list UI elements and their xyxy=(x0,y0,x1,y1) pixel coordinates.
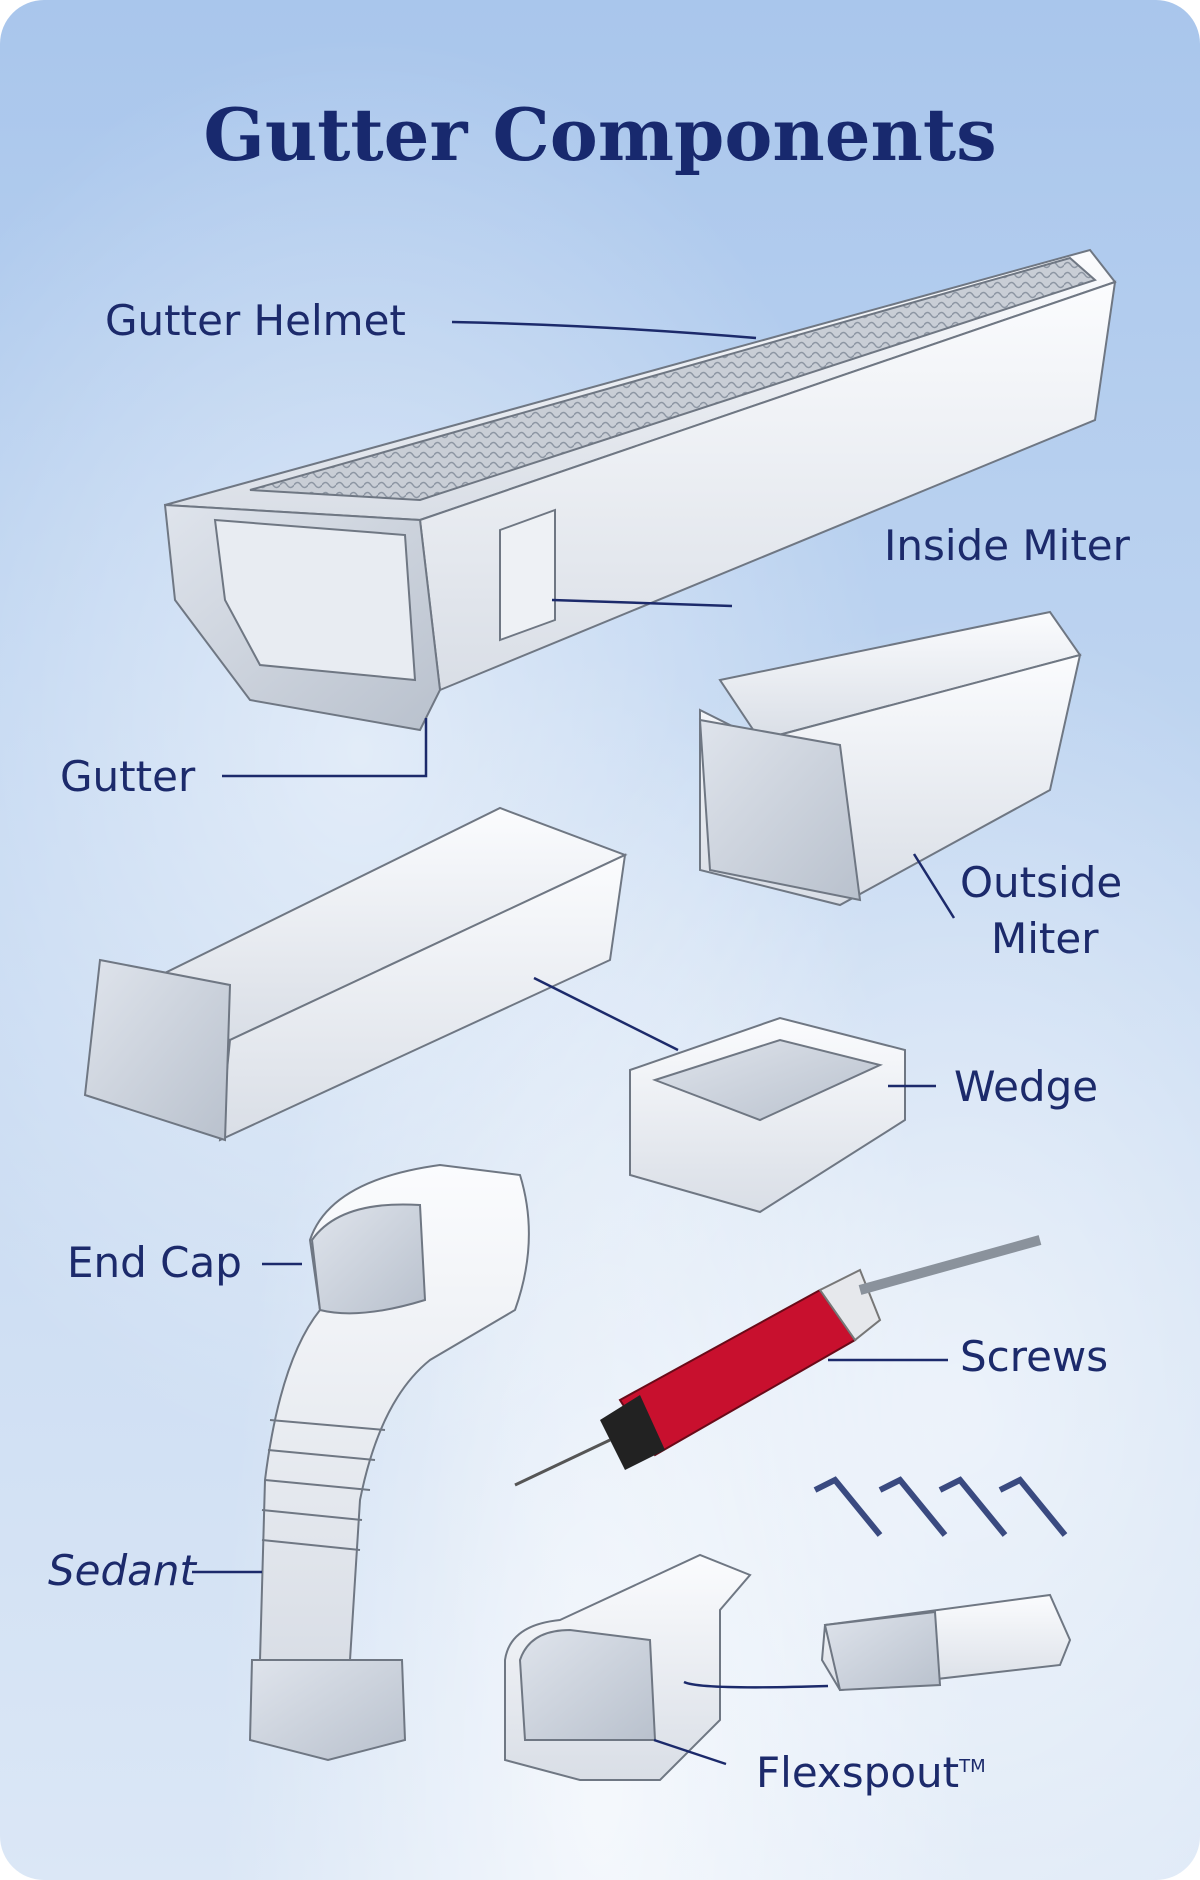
outside-miter-illustration xyxy=(698,610,1082,907)
label-screws: Screws xyxy=(960,1332,1109,1381)
leader-downspout-wedge xyxy=(533,976,679,1052)
gutter-with-helmet-illustration xyxy=(163,248,1117,732)
label-end-cap: End Cap xyxy=(67,1238,242,1287)
wedge-illustration xyxy=(629,1016,906,1214)
page-title: Gutter Components xyxy=(203,92,997,177)
trademark-mark: TM xyxy=(959,1756,986,1777)
downspout-elbow-illustration xyxy=(248,1163,530,1762)
label-sealant: Sedant xyxy=(48,1546,196,1595)
screws-illustration xyxy=(813,1476,1068,1537)
leader-flexspout-connector xyxy=(683,1680,829,1689)
leader-outside-miter xyxy=(912,853,956,919)
label-gutter-helmet: Gutter Helmet xyxy=(105,296,406,345)
leader-gutter xyxy=(222,718,428,778)
sealant-tube-illustration xyxy=(514,1235,1042,1487)
label-flexspout-text: Flexspout xyxy=(756,1748,960,1797)
label-outside-miter-line1: Outside xyxy=(960,858,1123,907)
leader-flexspout xyxy=(653,1738,727,1766)
leader-lines xyxy=(192,320,956,1766)
downspout-section-illustration xyxy=(83,806,628,1142)
label-inside-miter: Inside Miter xyxy=(884,521,1130,570)
leader-gutter-helmet xyxy=(451,320,757,340)
leader-inside-miter xyxy=(551,598,733,608)
flexspout-illustration xyxy=(504,1553,1072,1781)
label-gutter: Gutter xyxy=(60,752,196,801)
label-wedge: Wedge xyxy=(954,1062,1099,1111)
label-flexspout: FlexspoutTM xyxy=(756,1752,986,1794)
label-outside-miter-line2: Miter xyxy=(991,914,1099,963)
